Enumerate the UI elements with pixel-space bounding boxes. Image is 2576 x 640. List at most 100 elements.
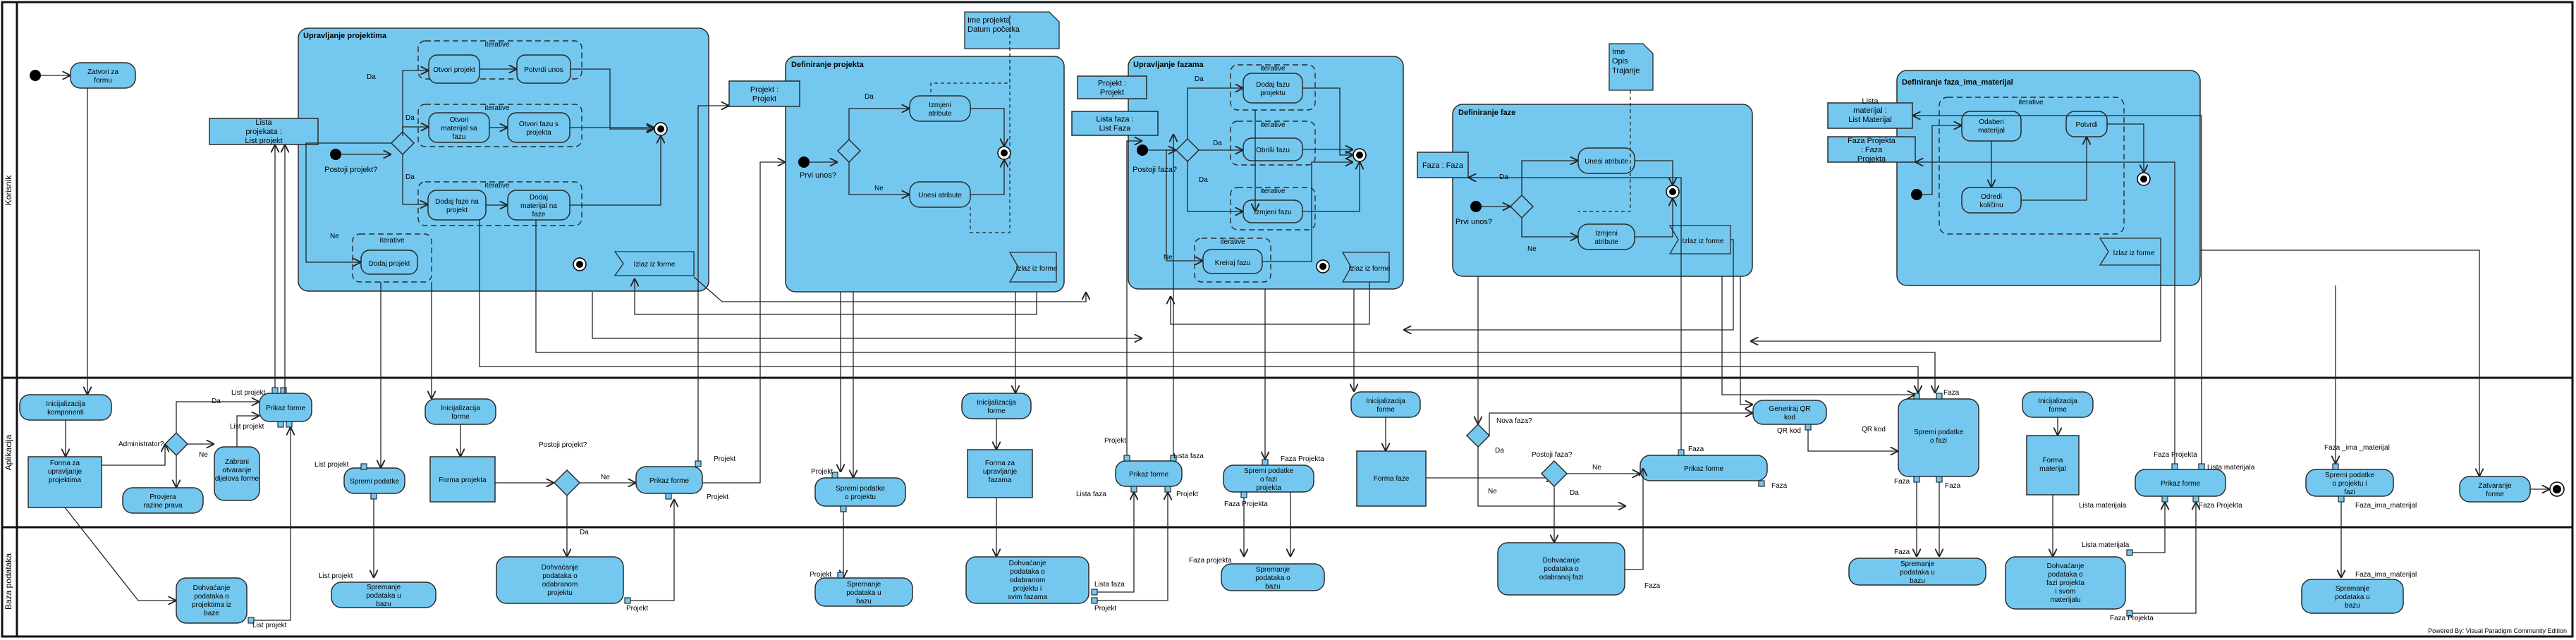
- exit-signal: Izlaz iz forme: [614, 251, 695, 276]
- svg-text:Ne: Ne: [199, 451, 208, 459]
- region-upravljanje-fazama: Upravljanje fazama Projekt :Projekt List…: [1071, 56, 1404, 290]
- svg-text:iterative: iterative: [1260, 65, 1285, 73]
- svg-text:Projekt: Projekt: [707, 493, 728, 501]
- initial-node: [1470, 201, 1482, 212]
- svg-text:Prikaz forme: Prikaz forme: [266, 405, 306, 412]
- decision-node: [390, 130, 415, 156]
- svg-text:List projekt: List projekt: [252, 622, 287, 629]
- question-label: Postoji projekt?: [324, 166, 377, 174]
- svg-text:Projekt: Projekt: [811, 468, 833, 476]
- svg-text:Lista materijala: Lista materijala: [2079, 502, 2127, 510]
- object-label: Faza : Faza: [1422, 161, 1464, 170]
- object-projekt: [728, 80, 800, 107]
- svg-text:Faza Projekta: Faza Projekta: [2110, 615, 2154, 622]
- svg-text:Da: Da: [1195, 75, 1204, 83]
- iterative-label: iterative: [379, 237, 404, 245]
- svg-text:Faza: Faza: [1644, 582, 1661, 590]
- initial-node: [1137, 144, 1148, 156]
- flow-label: Ne: [330, 233, 339, 240]
- initial-node: [1911, 189, 1922, 200]
- svg-text:Projekt: Projekt: [714, 455, 735, 463]
- svg-text:Unesi atribute: Unesi atribute: [918, 192, 962, 199]
- region-title: Definiranje projekta: [791, 61, 865, 69]
- svg-text:Kreiraj fazu: Kreiraj fazu: [1215, 259, 1251, 267]
- action-unesi-atribute: Unesi atribute: [909, 181, 971, 208]
- flow-label: Da: [367, 73, 376, 81]
- svg-text:Faza: Faza: [1894, 548, 1910, 556]
- svg-text:Ne: Ne: [1488, 488, 1497, 496]
- lane-label-korisnik: Korisnik: [4, 175, 13, 206]
- svg-text:Da: Da: [1570, 489, 1579, 497]
- final-node-lower: [1316, 259, 1330, 273]
- lane-label-baza-podataka: Baza podataka: [4, 553, 13, 610]
- svg-text:Lista faza: Lista faza: [1173, 453, 1204, 460]
- action-izmjeni-fazu: Izmjeni fazu: [1243, 199, 1303, 223]
- action-spremi-podatke: Spremi podatke: [343, 463, 405, 500]
- exit-signal: Izlaz iz forme: [1341, 252, 1391, 283]
- decision-postoji-faza: [1540, 460, 1568, 488]
- svg-text:List projekt: List projekt: [231, 389, 266, 397]
- svg-text:Projekt: Projekt: [626, 605, 648, 613]
- object-label: Projekt :Projekt: [750, 85, 779, 103]
- svg-text:Faza: Faza: [1894, 478, 1910, 486]
- object-faza: [1417, 152, 1469, 178]
- svg-text:iterative: iterative: [1220, 238, 1245, 246]
- action-prikaz-forme-4: Prikaz forme: [1640, 449, 1768, 487]
- action-obrisi-fazu: Obriši fazu: [1243, 137, 1303, 161]
- svg-text:List projekt: List projekt: [319, 572, 353, 580]
- final-node: [1353, 148, 1367, 162]
- svg-text:Faza_ima_materijal: Faza_ima_materijal: [2355, 571, 2417, 579]
- svg-text:Ne: Ne: [874, 185, 884, 192]
- svg-text:Izlaz iz forme: Izlaz iz forme: [634, 261, 676, 269]
- cross-lane-connectors: [479, 110, 2161, 393]
- svg-text:Forma projekta: Forma projekta: [439, 476, 487, 484]
- svg-text:Spremi podatke: Spremi podatke: [350, 478, 399, 486]
- svg-text:Izlaz iz forme: Izlaz iz forme: [2113, 250, 2155, 257]
- svg-text:Ne: Ne: [1527, 245, 1537, 253]
- svg-text:Faza Projekta: Faza Projekta: [1224, 500, 1268, 508]
- svg-text:Unesi atribute: Unesi atribute: [1585, 158, 1628, 166]
- final-node: [654, 122, 668, 136]
- svg-text:Lista materijala: Lista materijala: [2207, 464, 2255, 472]
- svg-text:Lista faza: Lista faza: [1094, 581, 1125, 589]
- svg-text:Projekt: Projekt: [810, 571, 831, 579]
- svg-text:Dodaj projekt: Dodaj projekt: [369, 260, 410, 268]
